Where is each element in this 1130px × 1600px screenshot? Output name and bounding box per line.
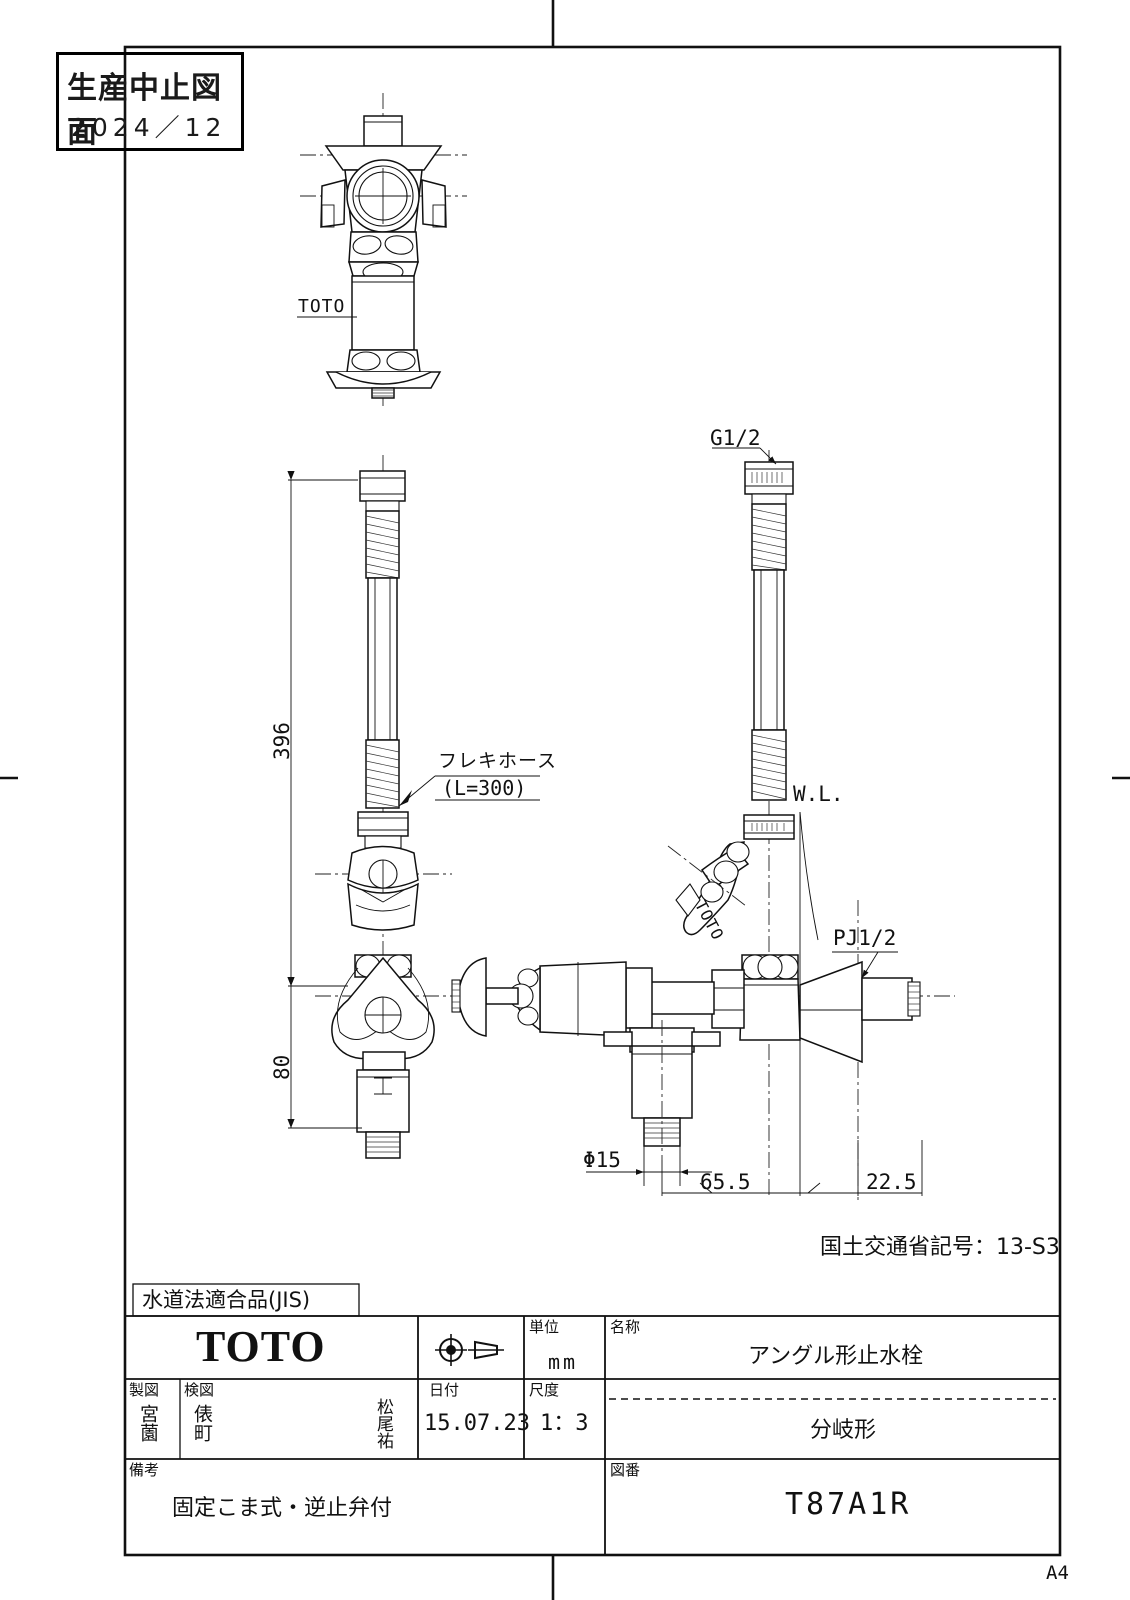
drafter-value: 宮薗: [137, 1404, 159, 1442]
dimension-65-5: [661, 1160, 858, 1196]
nipple-ribs: [366, 1136, 400, 1153]
flex-hose-length: (L=300): [442, 776, 527, 800]
flex-braid-lower: [365, 744, 400, 808]
dimension-phi15: [586, 1146, 712, 1186]
dimension-65-5-text: 65.5: [700, 1170, 751, 1194]
scale-label: 尺度: [529, 1381, 560, 1399]
product-name-label: 名称: [610, 1318, 641, 1336]
side-braid-lower: [751, 734, 787, 800]
dimension-phi15-text: Φ15: [583, 1148, 621, 1172]
remarks-value: 固定こま式・逆止弁付: [172, 1496, 393, 1521]
pj-thread-lines: [908, 985, 920, 1011]
standard-note-label: 水道法適合品(JIS): [142, 1288, 311, 1312]
dimension-396-text: 396: [270, 722, 294, 760]
unit-value: mm: [548, 1350, 579, 1374]
flex-hose-leader: [398, 775, 540, 807]
dimension-396: [287, 471, 358, 987]
outlet-internal-mark: [374, 1077, 392, 1095]
g-half-leader: [712, 447, 777, 465]
discontinued-stamp-date: 2024／12: [71, 113, 227, 142]
plan-view-angle-stop-valve: [297, 93, 467, 408]
pj-half-leader: [832, 951, 898, 979]
discontinued-stamp: 生産中止図面 2024／12: [56, 52, 244, 151]
side-elevation-view: [451, 450, 955, 1200]
side-braid-upper: [751, 508, 787, 571]
wl-leader: [799, 811, 819, 941]
dimension-80-text: 80: [270, 1054, 294, 1080]
date-value: 15.07.23: [424, 1411, 530, 1436]
sheet-size-label: A4: [1046, 1562, 1069, 1584]
side-coupling-knurl: [751, 823, 785, 831]
drawing-no-label: 図番: [610, 1461, 641, 1479]
branch-valve-head: [667, 841, 750, 936]
product-name-value: アングル形止水栓: [748, 1344, 924, 1369]
flex-braid-upper: [365, 515, 400, 579]
water-level-label: W.L.: [793, 782, 844, 806]
handle-knurl: [452, 983, 460, 1009]
front-elevation-view: [315, 455, 452, 1159]
flex-hose-label: フレキホース: [438, 750, 558, 772]
remarks-label: 備考: [129, 1461, 160, 1479]
first-angle-projection-icon: [418, 1316, 524, 1379]
thread-pj-half-label: PJ1/2: [833, 926, 897, 950]
title-block-grid: [124, 1315, 1061, 1556]
ministry-code-label: 国土交通省記号：13-S3: [820, 1235, 1060, 1260]
plan-brand-label: TOTO: [298, 296, 346, 317]
checker-value: 俵町: [191, 1404, 213, 1442]
dimension-22-5-text: 22.5: [866, 1170, 917, 1194]
drafter-label: 製図: [129, 1381, 160, 1399]
side-top-nut-knurl: [751, 472, 783, 483]
scale-value: 1：3: [540, 1411, 589, 1436]
dimension-80: [287, 977, 362, 1129]
product-type-value: 分岐形: [810, 1418, 877, 1443]
plan-thread-hatch: [372, 389, 394, 397]
approver-value: 松尾祐: [373, 1398, 393, 1449]
discontinued-stamp-title: 生産中止図面: [67, 71, 222, 150]
unit-label: 単位: [529, 1318, 560, 1336]
date-label: 日付: [429, 1381, 460, 1399]
thread-g-half-label: G1/2: [710, 426, 761, 450]
company-logo: TOTO: [196, 1322, 326, 1371]
drawing-no-value: T87A1R: [785, 1487, 912, 1522]
dimension-22-5: [857, 1140, 923, 1196]
checker-label: 検図: [184, 1381, 215, 1399]
